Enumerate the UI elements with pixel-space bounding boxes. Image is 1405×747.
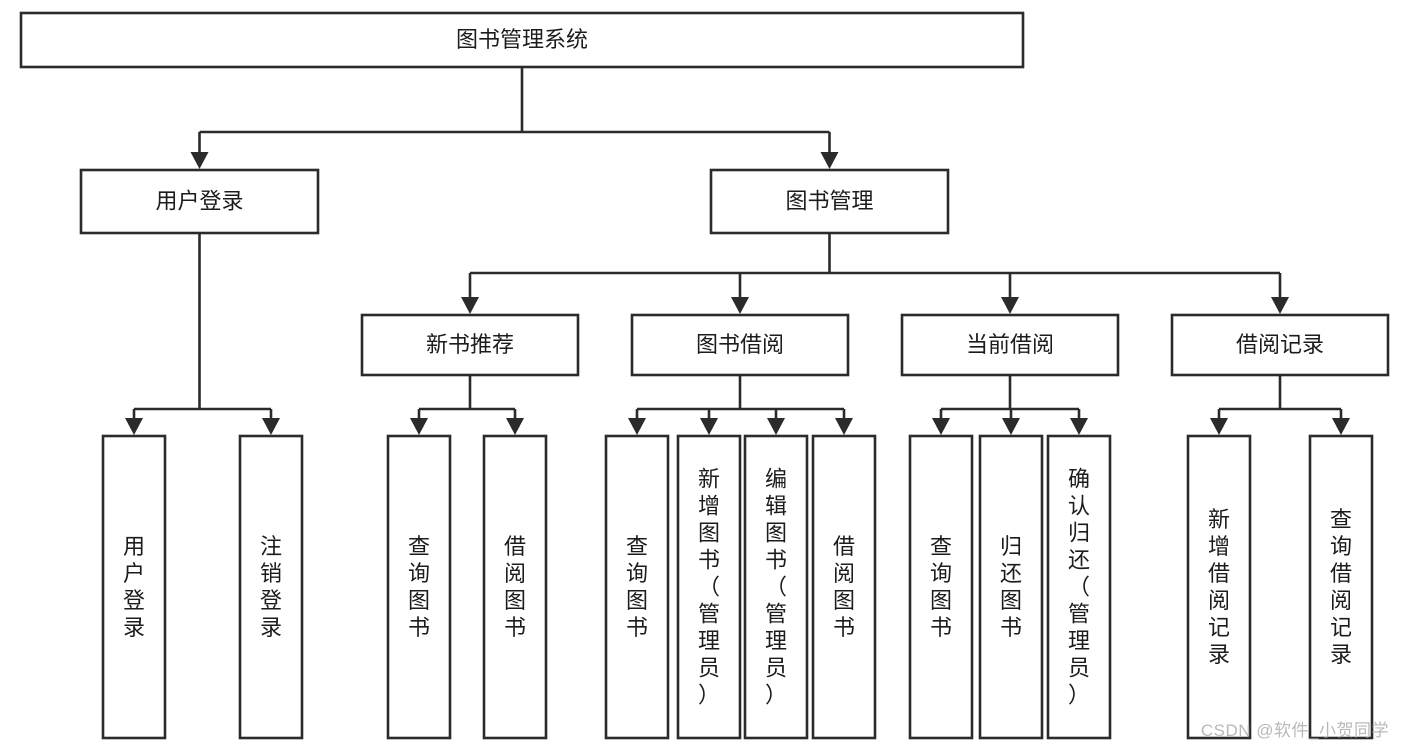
node-rect [482,434,548,740]
node-rect [1186,434,1252,740]
node-leaf[interactable]: 查询借阅记录 [1308,434,1374,740]
node-rect [360,313,580,377]
arrow-head-icon [125,418,143,435]
arrow-head-icon [932,418,950,435]
node-label: 注销登录 [260,534,282,640]
node-leaf[interactable]: 借阅图书 [482,434,548,740]
node-box[interactable]: 借阅记录 [1170,313,1390,377]
node-leaf[interactable]: 查询图书 [908,434,974,740]
arrow-head-icon [1070,418,1088,435]
node-label: 归还图书 [1000,534,1022,640]
node-label: 确认归还（管理员） [1068,467,1090,708]
arrow-head-icon [1001,297,1019,314]
node-rect [709,168,950,235]
node-label: 用户登录 [155,188,243,213]
node-leaf[interactable]: 借阅图书 [811,434,877,740]
arrow-head-icon [1002,418,1020,435]
node-rect [630,313,850,377]
node-box[interactable]: 图书管理系统 [19,11,1025,69]
node-rect [238,434,304,740]
arrow-head-icon [461,297,479,314]
node-label: 查询图书 [408,534,430,640]
node-leaf[interactable]: 查询图书 [604,434,670,740]
node-rect [978,434,1044,740]
nodes-layer: 图书管理系统用户登录图书管理新书推荐图书借阅当前借阅借阅记录用户登录注销登录查询… [19,11,1390,740]
arrow-head-icon [731,297,749,314]
node-label: 查询借阅记录 [1330,507,1352,667]
arrow-head-icon [262,418,280,435]
node-leaf[interactable]: 新增图书（管理员） [676,434,742,740]
arrow-head-icon [1332,418,1350,435]
edges-layer [125,67,1350,435]
node-leaf[interactable]: 注销登录 [238,434,304,740]
node-rect [900,313,1120,377]
node-rect [19,11,1025,69]
node-rect [908,434,974,740]
node-leaf[interactable]: 确认归还（管理员） [1046,434,1112,740]
arrow-head-icon [835,418,853,435]
node-box[interactable]: 图书管理 [709,168,950,235]
arrow-head-icon [190,152,209,169]
arrow-head-icon [820,152,839,169]
node-label: 图书管理系统 [456,27,588,52]
node-rect [101,434,167,740]
node-label: 图书借阅 [696,332,784,357]
arrow-head-icon [1210,418,1228,435]
node-rect [811,434,877,740]
node-label: 编辑图书（管理员） [765,467,787,708]
node-rect [676,434,742,740]
node-label: 查询图书 [930,534,952,640]
node-label: 查询图书 [626,534,648,640]
node-label: 用户登录 [123,534,145,640]
node-rect [1170,313,1390,377]
node-rect [604,434,670,740]
node-leaf[interactable]: 归还图书 [978,434,1044,740]
node-label: 借阅记录 [1236,332,1324,357]
arrow-head-icon [410,418,428,435]
node-label: 图书管理 [785,188,873,213]
node-rect [1308,434,1374,740]
node-leaf[interactable]: 用户登录 [101,434,167,740]
node-label: 新书推荐 [426,332,514,357]
node-rect [386,434,452,740]
node-leaf[interactable]: 编辑图书（管理员） [743,434,809,740]
node-rect [743,434,809,740]
arrow-head-icon [700,418,718,435]
arrow-head-icon [506,418,524,435]
arrow-head-icon [767,418,785,435]
node-rect [79,168,320,235]
node-box[interactable]: 新书推荐 [360,313,580,377]
node-box[interactable]: 用户登录 [79,168,320,235]
node-label: 借阅图书 [833,534,855,640]
node-leaf[interactable]: 新增借阅记录 [1186,434,1252,740]
node-label: 新增图书（管理员） [698,467,720,708]
arrow-head-icon [628,418,646,435]
arrow-head-icon [1271,297,1289,314]
node-box[interactable]: 当前借阅 [900,313,1120,377]
node-box[interactable]: 图书借阅 [630,313,850,377]
node-label: 借阅图书 [504,534,526,640]
node-label: 当前借阅 [966,332,1054,357]
node-leaf[interactable]: 查询图书 [386,434,452,740]
node-rect [1046,434,1112,740]
node-label: 新增借阅记录 [1208,507,1230,667]
